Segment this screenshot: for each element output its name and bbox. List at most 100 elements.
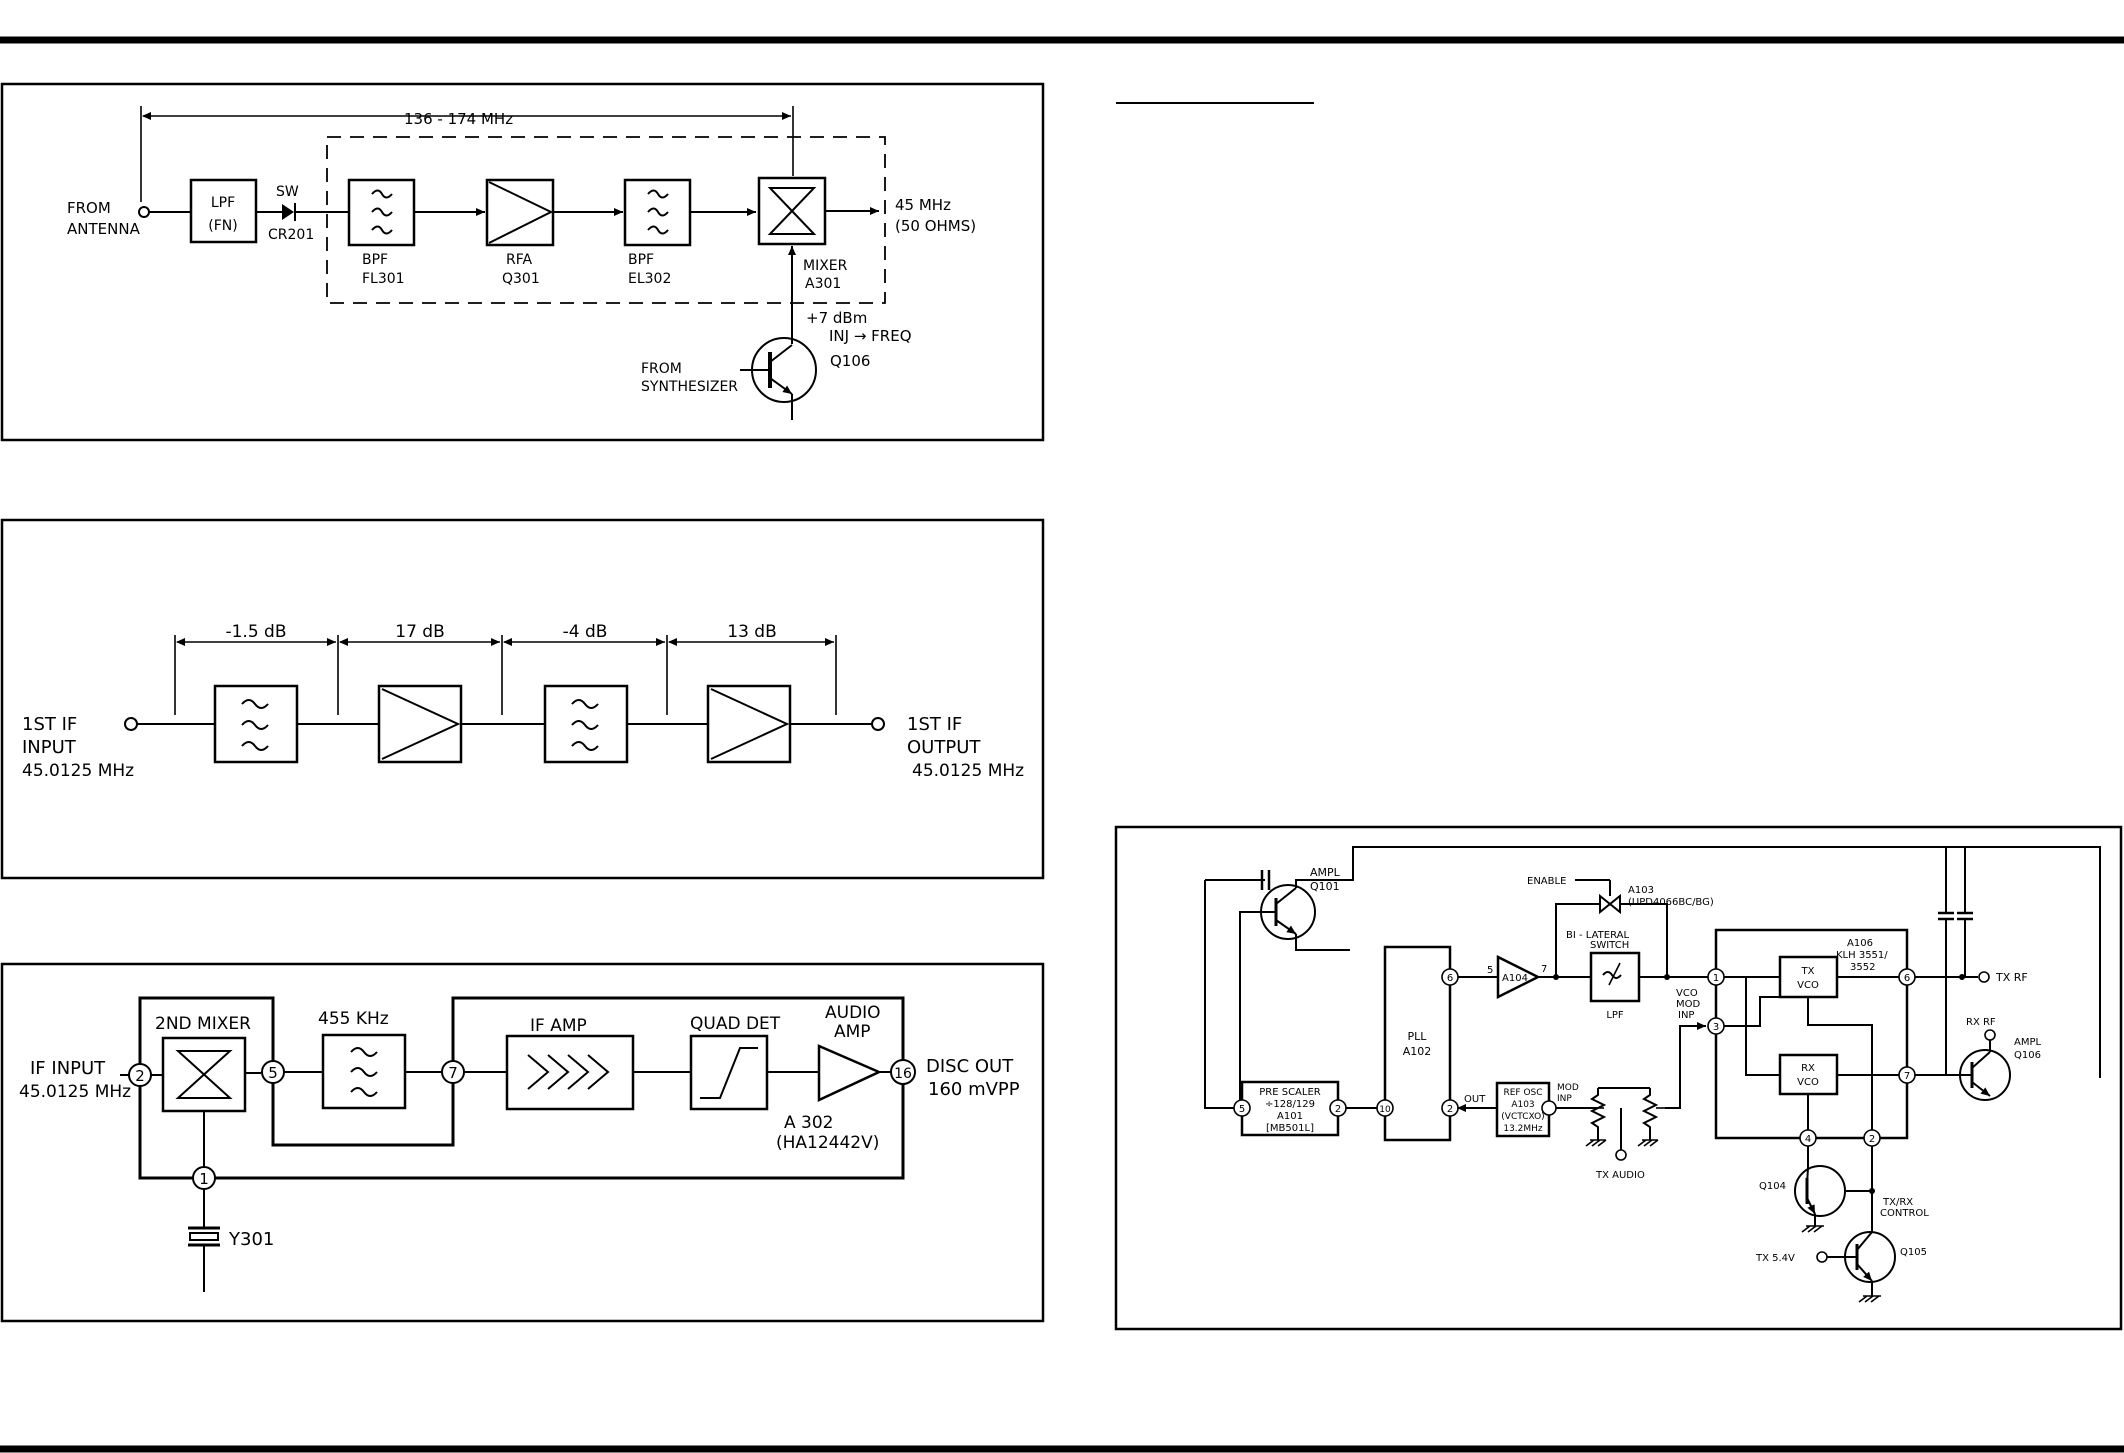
if-output-title: 1ST IF [907, 714, 962, 735]
pin-2-label: 2 [135, 1067, 145, 1085]
synthesizer-vco-diagram: AMPL Q101 PRE SCALER ÷128/129 A101 [MB50… [1114, 825, 2123, 1331]
vco-mod-potentiometer-icon [1637, 1088, 1665, 1147]
output-45mhz-label: 45 MHz [895, 196, 951, 214]
mod-inp-label-2: INP [1557, 1094, 1572, 1104]
prescaler-pin-5 [1233, 1099, 1251, 1117]
quad-det-label: QUAD DET [690, 1014, 781, 1034]
ampl-q101-label: AMPL [1310, 866, 1341, 879]
if-input-terminal [124, 717, 138, 731]
first-if-diagram: -1.5 dB 17 dB -4 dB 13 dB 1ST IF INPUT 4… [0, 518, 1045, 880]
vco-pin-3 [1707, 1017, 1725, 1035]
if-input-title: 1ST IF [22, 714, 77, 735]
ic-a302-label: A 302 [784, 1113, 833, 1133]
tx-5v-label: TX 5.4V [1755, 1253, 1795, 1264]
ic-a302-outline [138, 996, 905, 1180]
rx-vco-label: RX [1801, 1063, 1815, 1074]
q106-label: Q106 [830, 352, 870, 370]
a103-switch-label: A103 [1628, 885, 1654, 896]
if-amp1-block [377, 684, 463, 764]
if-input-label: IF INPUT [30, 1058, 106, 1079]
pll-pin-6-label: 6 [1447, 973, 1453, 984]
gain-bpf2-label: -4 dB [563, 622, 608, 642]
injection-freq-label: INJ → FREQ [829, 327, 912, 345]
bpf2-label: BPF [628, 252, 654, 268]
q105-label: Q105 [1900, 1247, 1927, 1258]
second-mixer-label: 2ND MIXER [155, 1014, 251, 1034]
frequency-range-label: 136 - 174 MHz [404, 110, 513, 128]
txrx-control-label: TX/RX [1882, 1197, 1913, 1208]
second-if-diagram: 2ND MIXER 2 IF INPUT 45.0125 MHz 5 455 K… [0, 962, 1045, 1323]
crystal-y301-icon [189, 1232, 219, 1241]
disc-out-label: DISC OUT [926, 1056, 1014, 1077]
bilateral-label: BI - LATERAL [1566, 930, 1629, 941]
vco-pin-1 [1707, 968, 1725, 986]
vco-pin-4-label: 4 [1805, 1134, 1811, 1145]
tx-vco-block [1778, 955, 1839, 999]
tx-audio-label: TX AUDIO [1595, 1170, 1645, 1181]
rfa-q301-block [485, 178, 555, 247]
txrx-control-label-2: CONTROL [1880, 1208, 1929, 1219]
ic-a302-part-label: (HA12442V) [776, 1133, 879, 1153]
mixer-ref-label: A301 [805, 276, 841, 292]
vco-mod-label-2: MOD [1676, 999, 1700, 1010]
crystal-y301-label: Y301 [228, 1229, 274, 1250]
a103-switch-part-label: (UPD4066BC/BG) [1628, 897, 1714, 908]
mixer-label: MIXER [803, 258, 848, 274]
if-amp-block [505, 1034, 635, 1111]
bpf-el302-icon [647, 189, 669, 235]
if-amp-label: IF AMP [530, 1016, 587, 1036]
tx-vco-label-2: VCO [1797, 980, 1819, 991]
q104-transistor-icon [1794, 1165, 1846, 1217]
bpf2-ref-label: EL302 [628, 271, 671, 287]
pll-pin-2-label: 2 [1447, 1104, 1453, 1115]
prescaler-a101-block [1240, 1080, 1340, 1137]
q104-label: Q104 [1759, 1181, 1786, 1192]
vco-pin-2-label: 2 [1869, 1134, 1875, 1145]
rx-rf-label: RX RF [1966, 1017, 1996, 1028]
refosc-ref-label: A103 [1511, 1100, 1534, 1110]
gain-amp2-label: 13 dB [727, 622, 777, 642]
lpf-icon [1602, 971, 1622, 979]
if-input-freq: 45.0125 MHz [22, 761, 134, 781]
if-amp1-icon [381, 688, 461, 760]
mod-potentiometer-icon [1585, 1087, 1650, 1147]
mod-inp-label: MOD [1557, 1083, 1579, 1093]
pll-ref-label: A102 [1403, 1045, 1432, 1058]
filter-455khz-icon [350, 1047, 378, 1097]
from-antenna-label: FROM [67, 199, 111, 217]
vco-mod-label: VCO [1676, 988, 1698, 999]
prescaler-ratio-label: ÷128/129 [1265, 1099, 1315, 1110]
pll-label: PLL [1408, 1030, 1428, 1043]
ampl-q106-label: AMPL [2014, 1037, 2041, 1048]
lpf-label: LPF [211, 195, 235, 211]
q101-label: Q101 [1310, 880, 1340, 893]
output-impedance-label: (50 OHMS) [895, 217, 976, 235]
a106-label: A106 [1847, 938, 1873, 949]
rfa-label: RFA [506, 252, 532, 268]
second-mixer-icon [175, 1050, 233, 1099]
if-input-label: INPUT [22, 737, 77, 758]
vco-pin-1-label: 1 [1713, 973, 1719, 984]
a104-amplifier-icon [1496, 954, 1541, 1000]
gain-bpf1-label: -1.5 dB [225, 622, 286, 642]
bilateral-switch-icon [1599, 893, 1621, 915]
pin-16-label: 16 [894, 1066, 912, 1082]
cr201-label: CR201 [268, 227, 314, 243]
mixer-a301-icon [767, 187, 817, 235]
tx-rf-terminal [1978, 971, 1990, 983]
rfa-ref-label: Q301 [502, 271, 540, 287]
bpf1-ref-label: FL301 [362, 271, 405, 287]
pin-1-label: 1 [199, 1170, 209, 1188]
switch-label: SWITCH [1590, 940, 1629, 951]
tx-rf-label: TX RF [1995, 971, 2028, 984]
lpf-label: LPF [1606, 1010, 1624, 1021]
tx-audio-terminal [1615, 1149, 1627, 1161]
q106-rx-label: Q106 [2014, 1050, 2041, 1061]
if-bpf2-block [543, 684, 629, 764]
lpf-fn-label: (FN) [208, 218, 237, 234]
if-output-terminal [871, 717, 885, 731]
if-bpf2-icon [571, 699, 599, 751]
injection-level-label: +7 dBm [806, 309, 867, 327]
feedback-wire [1295, 846, 2101, 1078]
